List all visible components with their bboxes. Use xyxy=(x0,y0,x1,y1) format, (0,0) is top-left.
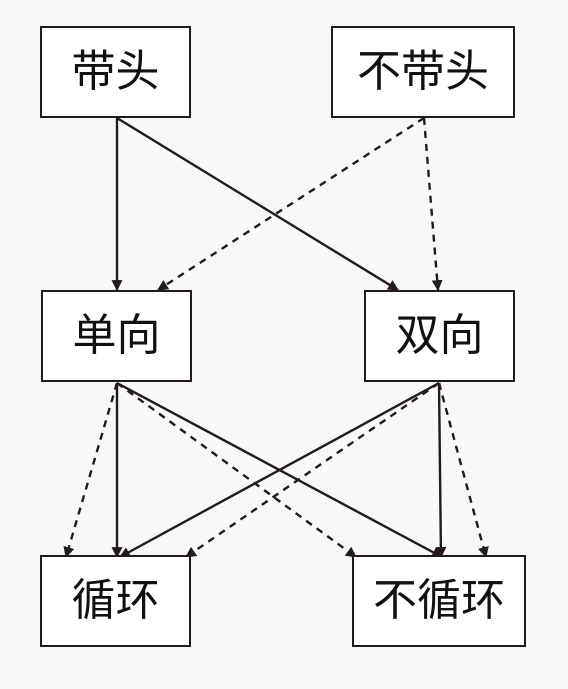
node-with-head: 带头 xyxy=(40,26,191,118)
edge-without-head-to-doubly-dashed xyxy=(422,117,443,292)
edge-doubly-to-circular-dashed xyxy=(185,382,440,558)
edge-doubly-to-non-circular-dashed xyxy=(437,382,489,559)
node-non-circular: 不循环 xyxy=(352,555,526,647)
node-singly-label: 单向 xyxy=(73,310,161,361)
node-without-head-box xyxy=(331,26,515,118)
edge-singly-to-circular-dashed xyxy=(63,382,119,559)
node-non-circular-label: 不循环 xyxy=(373,575,505,626)
edge-without-head-to-singly-dashed xyxy=(157,116,425,292)
node-circular-box xyxy=(40,555,191,647)
node-with-head-label: 带头 xyxy=(72,46,160,97)
node-doubly: 双向 xyxy=(364,290,515,382)
node-non-circular-box xyxy=(352,555,526,647)
node-singly: 单向 xyxy=(41,290,192,382)
edges-layer xyxy=(63,116,489,559)
node-doubly-box xyxy=(364,290,515,382)
edge-doubly-to-circular-solid xyxy=(119,381,440,559)
edge-singly-to-non-circular-dashed xyxy=(116,382,357,558)
edge-with-head-to-doubly-solid xyxy=(116,116,399,292)
node-doubly-label: 双向 xyxy=(396,310,484,361)
node-without-head: 不带头 xyxy=(331,26,515,118)
node-singly-box xyxy=(41,290,192,382)
node-with-head-box xyxy=(40,26,191,118)
edge-doubly-to-non-circular-solid xyxy=(435,382,447,559)
node-circular: 循环 xyxy=(40,555,191,647)
node-circular-label: 循环 xyxy=(72,575,160,626)
node-without-head-label: 不带头 xyxy=(357,46,489,97)
